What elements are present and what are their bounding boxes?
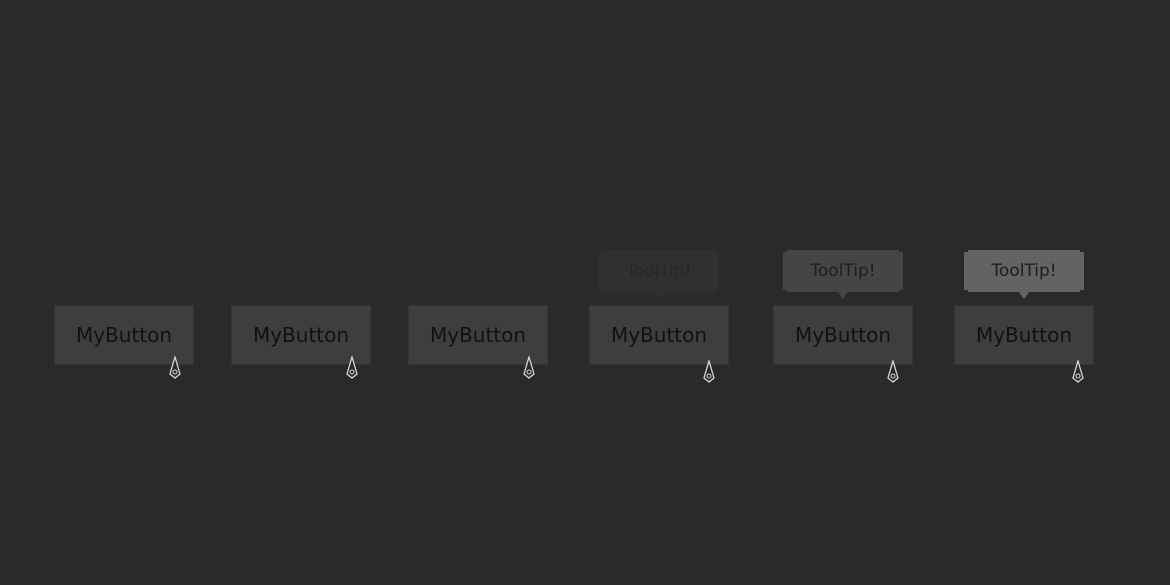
button-label: MyButton [610,323,708,347]
tooltip-faint: ToolTip! [599,250,719,292]
button-label: MyButton [429,323,527,347]
button-5[interactable]: MyButton [773,305,913,365]
tooltip-text: ToolTip! [810,261,876,281]
tooltip-text: ToolTip! [626,261,692,281]
pen-cursor-icon [523,356,535,379]
button-label: MyButton [975,323,1073,347]
button-4[interactable]: MyButton [589,305,729,365]
button-2[interactable]: MyButton [231,305,371,365]
button-label: MyButton [794,323,892,347]
button-label: MyButton [252,323,350,347]
button-3[interactable]: MyButton [408,305,548,365]
tooltip-arrow [1019,292,1029,299]
tooltip-text: ToolTip! [991,261,1057,281]
tooltip-medium: ToolTip! [783,250,903,292]
button-6[interactable]: MyButton [954,305,1094,365]
pen-cursor-icon [703,360,715,383]
tooltip-full: ToolTip! [964,250,1084,292]
pen-cursor-icon [887,360,899,383]
pen-cursor-icon [1072,360,1084,383]
pen-cursor-icon [346,356,358,379]
tooltip-arrow [654,292,664,299]
button-1[interactable]: MyButton [54,305,194,365]
tooltip-arrow [838,292,848,299]
pen-cursor-icon [169,356,181,379]
button-label: MyButton [75,323,173,347]
